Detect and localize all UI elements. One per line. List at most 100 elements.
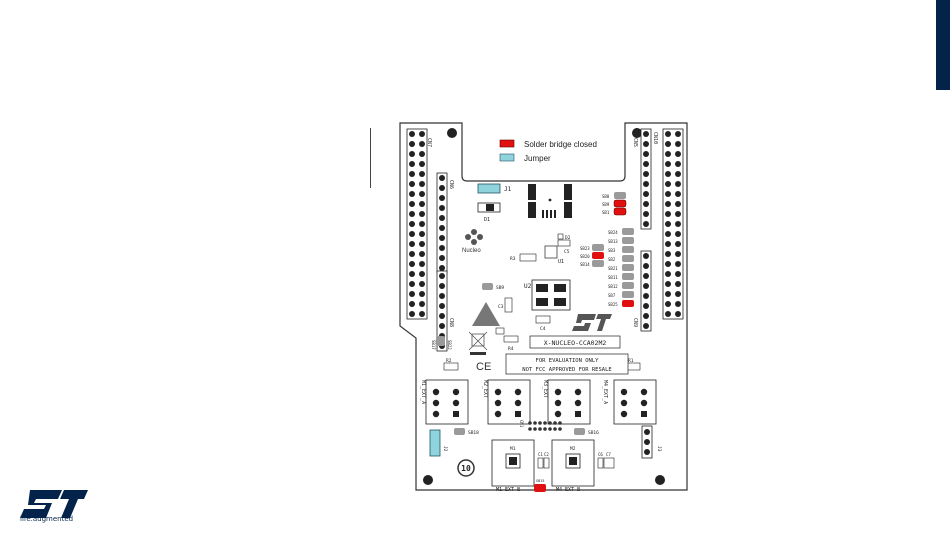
header-pin [675, 301, 681, 307]
label-c3: C3 [498, 304, 504, 310]
eval-line2: NOT FCC APPROVED FOR RESALE [522, 367, 611, 373]
solder-bridge [592, 244, 604, 251]
header-pin [665, 171, 671, 177]
legend-jumper-label: Jumper [524, 154, 551, 163]
solder-bridge [622, 264, 634, 271]
header-pin [409, 161, 415, 167]
capacitor-c5 [557, 239, 571, 247]
header-pin [643, 283, 649, 289]
header-pin [419, 141, 425, 147]
solder-bridge [622, 246, 634, 253]
solder-bridge-sb15-closed [534, 484, 546, 492]
evaluation-notice-box [505, 353, 629, 375]
header-pin [439, 283, 445, 289]
label-c1: C1 [538, 452, 543, 457]
header-pin [409, 151, 415, 157]
header-pin [419, 191, 425, 197]
label-sb-small: SB9 [496, 285, 504, 291]
header-pin [675, 201, 681, 207]
header-pin [419, 291, 425, 297]
header-pin [419, 211, 425, 217]
diode-d2 [557, 233, 564, 240]
header-pin [409, 181, 415, 187]
solder-bridge [622, 273, 634, 280]
label-r2: R2 [446, 358, 452, 364]
header-pin [409, 131, 415, 137]
label-c7: C7 [606, 452, 611, 457]
solder-bridge-label: SB7 [608, 293, 616, 298]
label-c4: C4 [540, 326, 546, 332]
pcb-board-diagram: Solder bridge closed Jumper CN7 CN6 CN8 … [399, 122, 688, 493]
solder-bridge [622, 300, 634, 307]
header-pin [409, 201, 415, 207]
header-pin [665, 141, 671, 147]
header-pin [643, 263, 649, 269]
header-pin [419, 171, 425, 177]
label-cn1: CN1 [519, 420, 524, 428]
solder-bridge-label: SB3 [608, 248, 616, 253]
solder-bridge-label: SB13 [608, 239, 618, 244]
st-logo [20, 490, 88, 518]
header-pin [419, 181, 425, 187]
header-pin [675, 211, 681, 217]
solder-bridge-label: SB11 [608, 275, 618, 280]
header-pin [675, 181, 681, 187]
label-j2: J2 [442, 446, 448, 452]
solder-bridge-label: SB12 [608, 284, 618, 289]
divider-line [370, 128, 371, 188]
solder-bridge-label: SB14 [580, 262, 590, 267]
eval-line1: FOR EVALUATION ONLY [536, 358, 600, 364]
header-pin [643, 151, 649, 157]
header-pin [643, 141, 649, 147]
header-pin [675, 171, 681, 177]
header-pin [419, 301, 425, 307]
header-pin [439, 313, 445, 319]
weee-bin-icon [468, 331, 488, 355]
label-sb-left: SB18 [468, 430, 479, 436]
header-pin [665, 251, 671, 257]
header-pin [665, 241, 671, 247]
label-cn10: CN10 [652, 132, 658, 144]
board-name-box [529, 335, 621, 349]
solder-bridge [613, 207, 627, 216]
header-pin [409, 271, 415, 277]
solder-bridge-label: SB2 [608, 257, 616, 262]
header-pin [665, 311, 671, 317]
ext-connector [425, 379, 469, 425]
capacitor-c4 [535, 315, 551, 324]
header-pin [643, 253, 649, 259]
badge-number: 10 [461, 464, 471, 473]
solder-bridge [592, 260, 604, 267]
header-pin [409, 141, 415, 147]
label-mic2: M2 [570, 446, 576, 452]
mic-footprint-top [528, 184, 572, 218]
header-pin [439, 273, 445, 279]
header-pin [419, 151, 425, 157]
brand-side-bar [936, 0, 950, 90]
label-mic1: M1 [510, 446, 516, 452]
header-pin [665, 231, 671, 237]
header-pin [675, 271, 681, 277]
mounting-hole [423, 475, 433, 485]
capacitor-c2 [543, 457, 550, 469]
legend-solder-swatch [499, 139, 515, 148]
header-pin [409, 231, 415, 237]
header-pin [675, 131, 681, 137]
label-cn8: CN8 [448, 318, 454, 327]
label-sb-l3: SB22 [447, 340, 452, 350]
label-m1-ext-b: M1 EXT B [496, 487, 520, 493]
header-pin [665, 281, 671, 287]
header-cn8 [436, 270, 448, 352]
header-pin [439, 323, 445, 329]
label-m4-ext-b: M4 EXT B [556, 487, 580, 493]
solder-bridge-label: SB8 [602, 194, 610, 199]
capacitor-c7 [603, 457, 615, 469]
label-c6: C6 [598, 452, 603, 457]
ce-mark: CE [476, 361, 491, 373]
header-pin [675, 221, 681, 227]
resistor-r3 [519, 253, 537, 262]
header-pin [419, 251, 425, 257]
resistor-r2 [443, 362, 459, 371]
header-pin [675, 241, 681, 247]
